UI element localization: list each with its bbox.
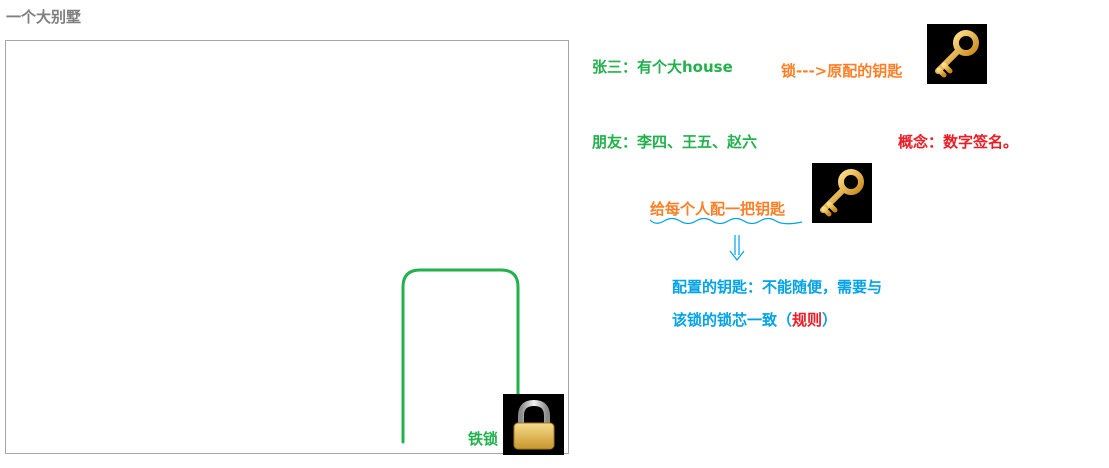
friends-note: 朋友：李四、王五、赵六 xyxy=(592,133,758,151)
down-arrow-icon xyxy=(729,235,745,261)
rule-note-line2: 该锁的锁芯一致（规则） xyxy=(672,309,837,330)
rule-note-line1: 配置的钥匙：不能随便，需要与 xyxy=(672,278,883,296)
rule-note-suffix: ） xyxy=(822,311,838,329)
door-outline xyxy=(401,268,520,444)
rule-note-prefix: 该锁的锁芯一致（ xyxy=(672,311,793,329)
house-frame xyxy=(5,40,569,454)
owner-note: 张三：有个大house xyxy=(592,58,733,76)
wavy-underline xyxy=(649,217,803,225)
key-icon xyxy=(927,24,987,84)
concept-note: 概念：数字签名。 xyxy=(898,133,1019,151)
page-title: 一个大别墅 xyxy=(6,8,82,26)
original-key-note: 锁--->原配的钥匙 xyxy=(781,62,903,80)
rule-keyword: 规则 xyxy=(792,311,823,329)
lock-label: 铁锁 xyxy=(468,430,499,448)
key-icon xyxy=(812,163,872,223)
give-keys-note: 给每个人配一把钥匙 xyxy=(650,200,786,218)
padlock-icon xyxy=(503,394,564,455)
